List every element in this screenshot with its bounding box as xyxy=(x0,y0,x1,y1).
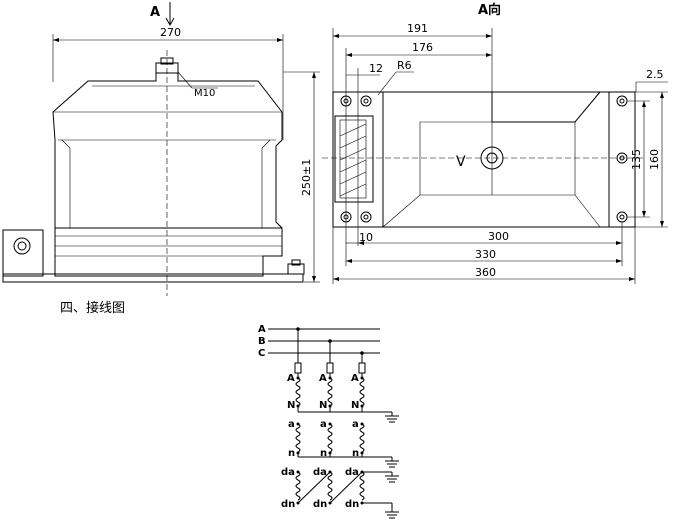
secondary-coil-2 xyxy=(327,423,333,453)
primary-coil-1 xyxy=(295,377,301,407)
secondary-coil-1 xyxy=(295,423,301,453)
tertiary-top-label-3: da xyxy=(345,467,359,478)
secondary-top-label-1: a xyxy=(288,419,295,430)
dim-300-label: 300 xyxy=(488,230,509,243)
ground-symbol-4 xyxy=(385,503,399,519)
side-terminal-hatch xyxy=(339,123,367,197)
secondary-top-label-3: a xyxy=(352,419,359,430)
secondary-coil-3 xyxy=(359,423,365,453)
delta-link-1 xyxy=(297,471,331,504)
r6-leader xyxy=(377,71,397,96)
left-terminal-outer xyxy=(13,237,31,255)
view-marker-label: A xyxy=(150,5,160,20)
view-marker-arrowhead xyxy=(165,17,175,27)
phase-column-3: A N a n da dn xyxy=(345,353,366,510)
side-bevel-bl xyxy=(382,194,492,228)
m10-leader xyxy=(177,71,193,89)
front-view: A 270 M10 xyxy=(2,2,320,296)
bevel-left xyxy=(61,139,71,149)
side-base-outline xyxy=(332,91,636,228)
front-body-outline xyxy=(52,72,283,277)
side-terminal-inner xyxy=(339,119,367,199)
hole-left-top-1 xyxy=(340,95,352,107)
ground-symbol-1 xyxy=(385,412,399,423)
right-bolt-nut xyxy=(287,263,305,275)
dim-250-label: 250±1 xyxy=(300,159,313,196)
phase-column-1: A N a n da dn xyxy=(281,329,302,510)
right-bolt-head xyxy=(291,259,301,266)
hole-right-mid xyxy=(616,152,628,164)
hole-left-top-1-inner xyxy=(343,98,349,104)
base-plate xyxy=(2,273,304,283)
dim-330-label: 330 xyxy=(475,248,496,261)
fuse-3 xyxy=(358,362,366,374)
dim-2-5-label: 2.5 xyxy=(646,68,664,81)
m10-label: M10 xyxy=(194,88,215,99)
secondary-bottom-label-3: n xyxy=(352,448,359,459)
hole-left-bottom-1 xyxy=(340,211,352,223)
tertiary-bottom-label-2: dn xyxy=(313,499,327,510)
hole-right-top xyxy=(616,95,628,107)
secondary-bottom-label-2: n xyxy=(320,448,327,459)
dim-160-label: 160 xyxy=(648,149,661,170)
wiring-section-title: 四、接线图 xyxy=(60,300,125,316)
hole-left-top-2 xyxy=(360,95,372,107)
side-top-face xyxy=(491,122,576,196)
wiring-diagram: 四、接线图 A B C A N a n xyxy=(60,300,399,519)
dim-176-label: 176 xyxy=(412,41,433,54)
side-terminal-box xyxy=(334,115,374,203)
dim-135-label: 135 xyxy=(630,149,643,170)
primary-bottom-label-3: N xyxy=(351,400,359,411)
dim-270-label: 270 xyxy=(160,26,181,39)
secondary-bottom-label-1: n xyxy=(288,448,295,459)
left-terminal-inner xyxy=(17,241,27,251)
side-view: A向 191 176 12 R6 xyxy=(322,2,668,284)
left-terminal-block xyxy=(2,229,44,277)
hole-right-top-inner xyxy=(619,98,625,104)
delta-link-2 xyxy=(329,471,363,504)
side-bevel-br xyxy=(574,194,601,228)
tertiary-coil-3 xyxy=(359,471,365,501)
phase-label-a: A xyxy=(258,324,266,335)
primary-coil-3 xyxy=(359,377,365,407)
dim-12-label: 12 xyxy=(369,62,383,75)
phase-label-b: B xyxy=(258,336,266,347)
primary-top-label-1: A xyxy=(287,373,295,384)
fuse-2 xyxy=(326,362,334,374)
dim-10-label: 10 xyxy=(359,231,373,244)
tertiary-bottom-label-1: dn xyxy=(281,499,295,510)
primary-bottom-label-1: N xyxy=(287,400,295,411)
tertiary-top-label-2: da xyxy=(313,467,327,478)
ground-symbol-3 xyxy=(385,472,399,483)
bevel-right xyxy=(261,139,271,149)
side-top-chamfer xyxy=(491,91,601,123)
secondary-top-label-2: a xyxy=(320,419,327,430)
fuse-1 xyxy=(294,362,302,374)
tertiary-coil-2 xyxy=(327,471,333,501)
dim-191-label: 191 xyxy=(407,22,428,35)
hole-left-top-2-inner xyxy=(363,98,369,104)
primary-top-label-2: A xyxy=(319,373,327,384)
side-view-title: A向 xyxy=(478,2,501,18)
primary-coil-2 xyxy=(327,377,333,407)
phase-label-c: C xyxy=(258,348,265,359)
tertiary-coil-1 xyxy=(295,471,301,501)
hole-left-bottom-2 xyxy=(360,211,372,223)
hole-right-bottom xyxy=(616,211,628,223)
phase-column-2: A N a n da dn xyxy=(313,341,334,510)
ground-symbol-2 xyxy=(385,457,399,468)
hole-left-bottom-1-inner xyxy=(343,214,349,220)
primary-bottom-label-2: N xyxy=(319,400,327,411)
r6-label: R6 xyxy=(397,59,412,72)
v-mark: V xyxy=(456,154,466,170)
side-inner-left-face xyxy=(419,121,492,195)
primary-top-label-3: A xyxy=(351,373,359,384)
tertiary-top-label-1: da xyxy=(281,467,295,478)
hole-left-bottom-2-inner xyxy=(363,214,369,220)
hole-right-bottom-inner xyxy=(619,214,625,220)
tertiary-bottom-label-3: dn xyxy=(345,499,359,510)
dim-360-label: 360 xyxy=(475,266,496,279)
